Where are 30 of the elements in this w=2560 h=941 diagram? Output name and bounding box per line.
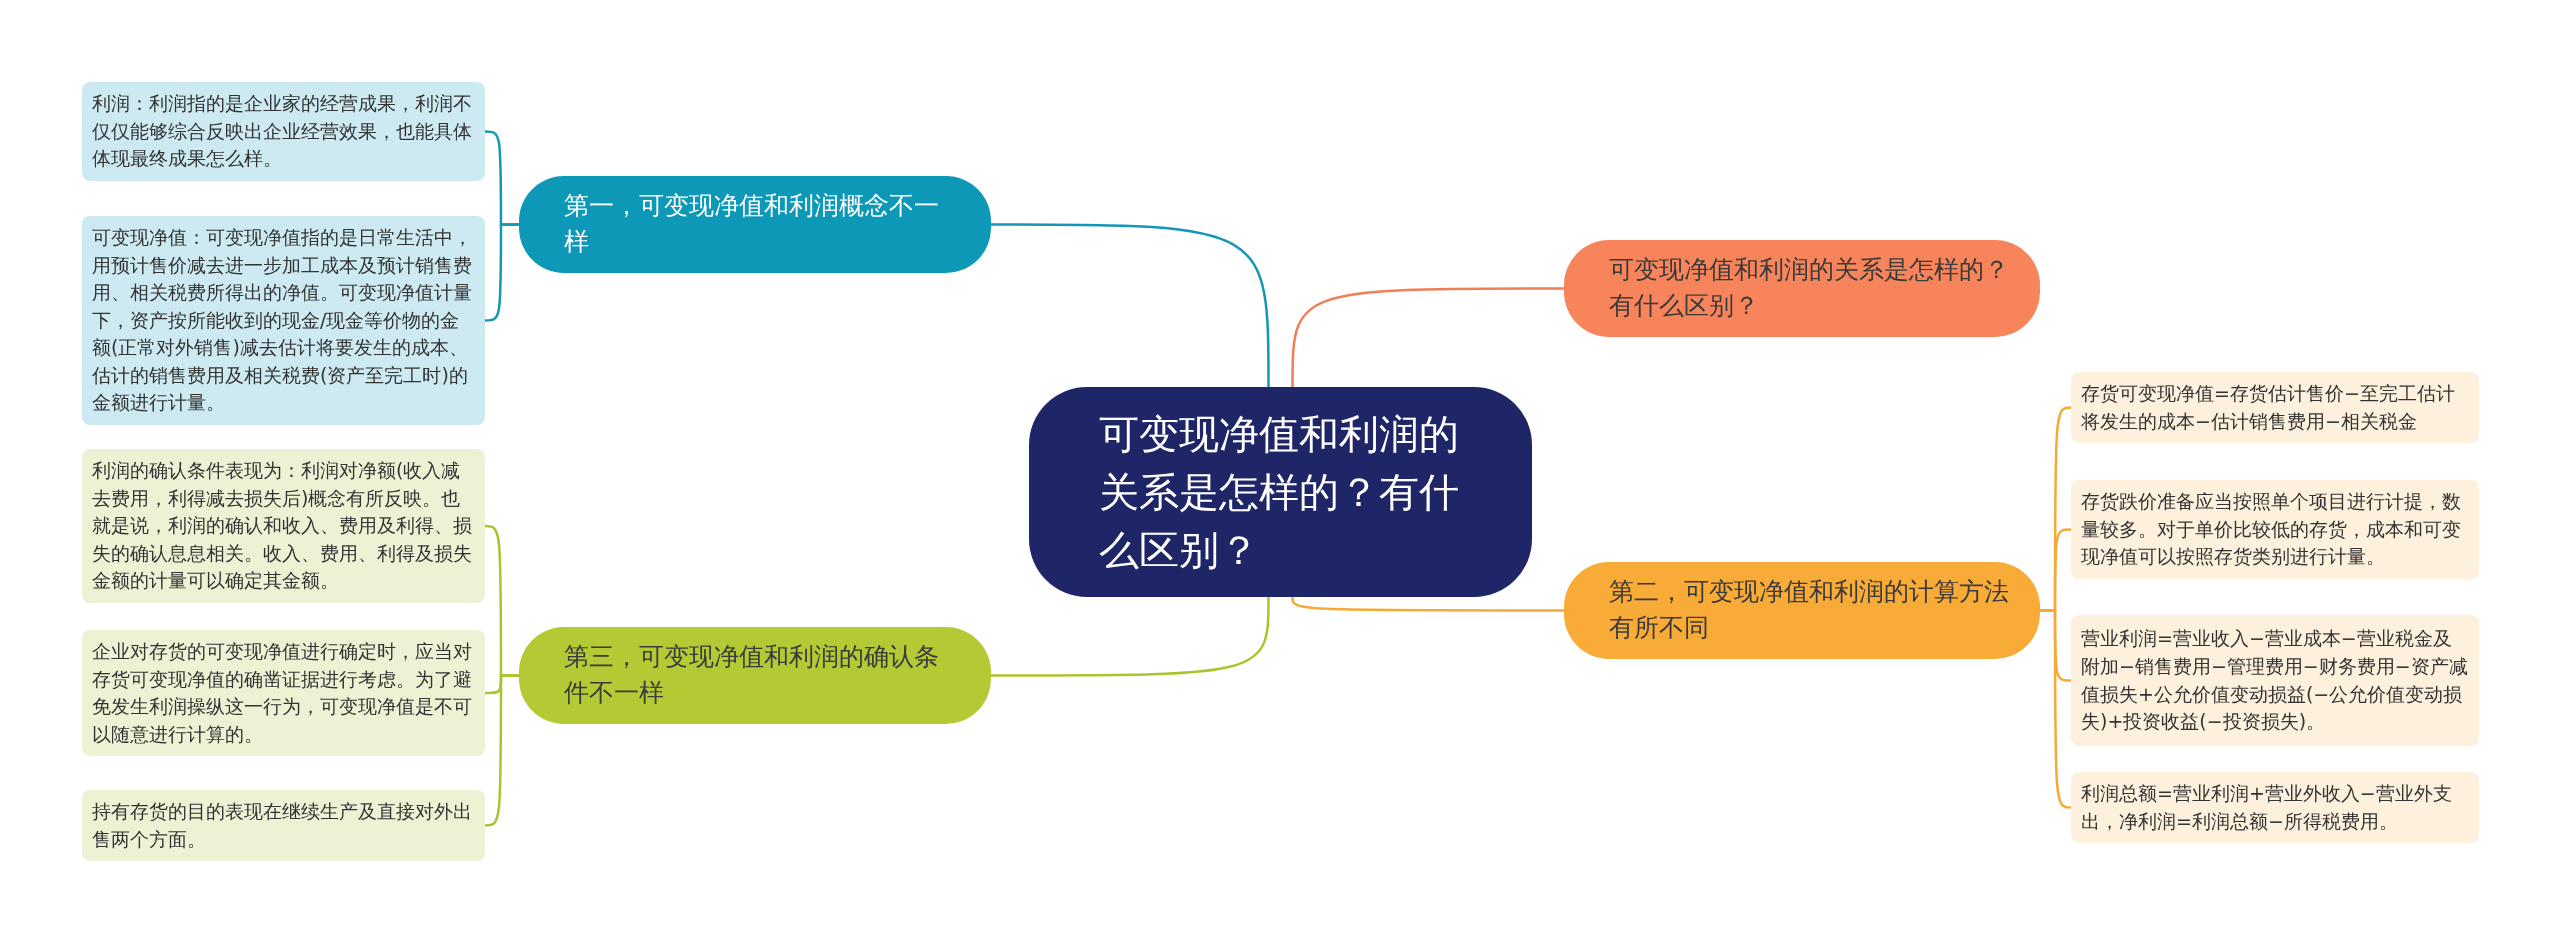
note-card (82, 449, 485, 603)
connector-line (991, 597, 1270, 677)
connector-line (484, 674, 519, 827)
topic-text: 存货可变现净值=存货估计售价−至完工估计将发生的成本−估计销售费用−相关税金 (2081, 381, 2456, 434)
connector-line (991, 223, 1270, 387)
topic-text: 利润：利润指的是企业家的经营成果，利润不仅仅能够综合反映出企业经营效果，也能具体体现最终成果怎么样。 (92, 91, 473, 172)
note-card (2071, 480, 2479, 579)
connector-line (1291, 287, 1564, 387)
topic-text: 可变现净值和利润的关系是怎样的？有什么区别？ (1609, 254, 2010, 323)
note-card (2071, 372, 2479, 444)
topic-text: 可变现净值和利润的关系是怎样的？有什么区别？ (1099, 410, 1460, 575)
note-card (2071, 615, 2479, 746)
topic-text: 营业利润=营业收入−营业成本−营业税金及附加−销售费用−管理费用−财务费用−资产减值损失+公允价值变动损益(−公允价值变动损失)+投资收益(−投资损失)。 (2081, 626, 2469, 735)
central-topic-pill (1029, 387, 1532, 597)
topic-text: 可变现净值：可变现净值指的是日常生活中，用预计售价减去进一步加工成本及预计销售费用、相关税费所得出的净值。可变现净值计量下，资产按所能收到的现金/现金等价物的金额(正常对外销售)减去估计将要发生的成本、估计的销售费用及相关税费(资产至完工时)的金额进行计量。 (92, 225, 473, 416)
topic-text: 利润的确认条件表现为：利润对净额(收入减去费用，利得减去损失后)概念有所反映。也就是说，利润的确认和收入、费用及利得、损失的确认息息相关。收入、费用、利得及损失金额的计量可以确定其金额。 (92, 458, 473, 594)
note-card (82, 82, 485, 181)
topic-text: 持有存货的目的表现在继续生产及直接对外出售两个方面。 (92, 799, 473, 852)
note-card (2071, 772, 2479, 844)
connector-line (2040, 609, 2072, 809)
topic-text: 第一，可变现净值和利润概念不一样 (564, 190, 940, 259)
topic-text: 企业对存货的可变现净值进行确定时，应当对存货可变现净值的确凿证据进行考虑。为了避免发生利润操纵这一行为，可变现净值是不可以随意进行计算的。 (92, 639, 473, 747)
connector-line (1291, 596, 1564, 612)
topic-text: 第二，可变现净值和利润的计算方法有所不同 (1609, 576, 2010, 645)
note-card (82, 790, 485, 862)
note-card (82, 630, 485, 757)
connector-line (485, 223, 519, 322)
topic-text: 利润总额=营业利润+营业外收入−营业外支出，净利润=利润总额−所得税费用。 (2081, 781, 2453, 834)
topic-text: 存货跌价准备应当按照单个项目进行计提，数量较多。对于单价比较低的存货，成本和可变现净值可以按照存货类别进行计量。 (2081, 489, 2462, 570)
topic-text: 第三，可变现净值和利润的确认条件不一样 (564, 641, 940, 710)
